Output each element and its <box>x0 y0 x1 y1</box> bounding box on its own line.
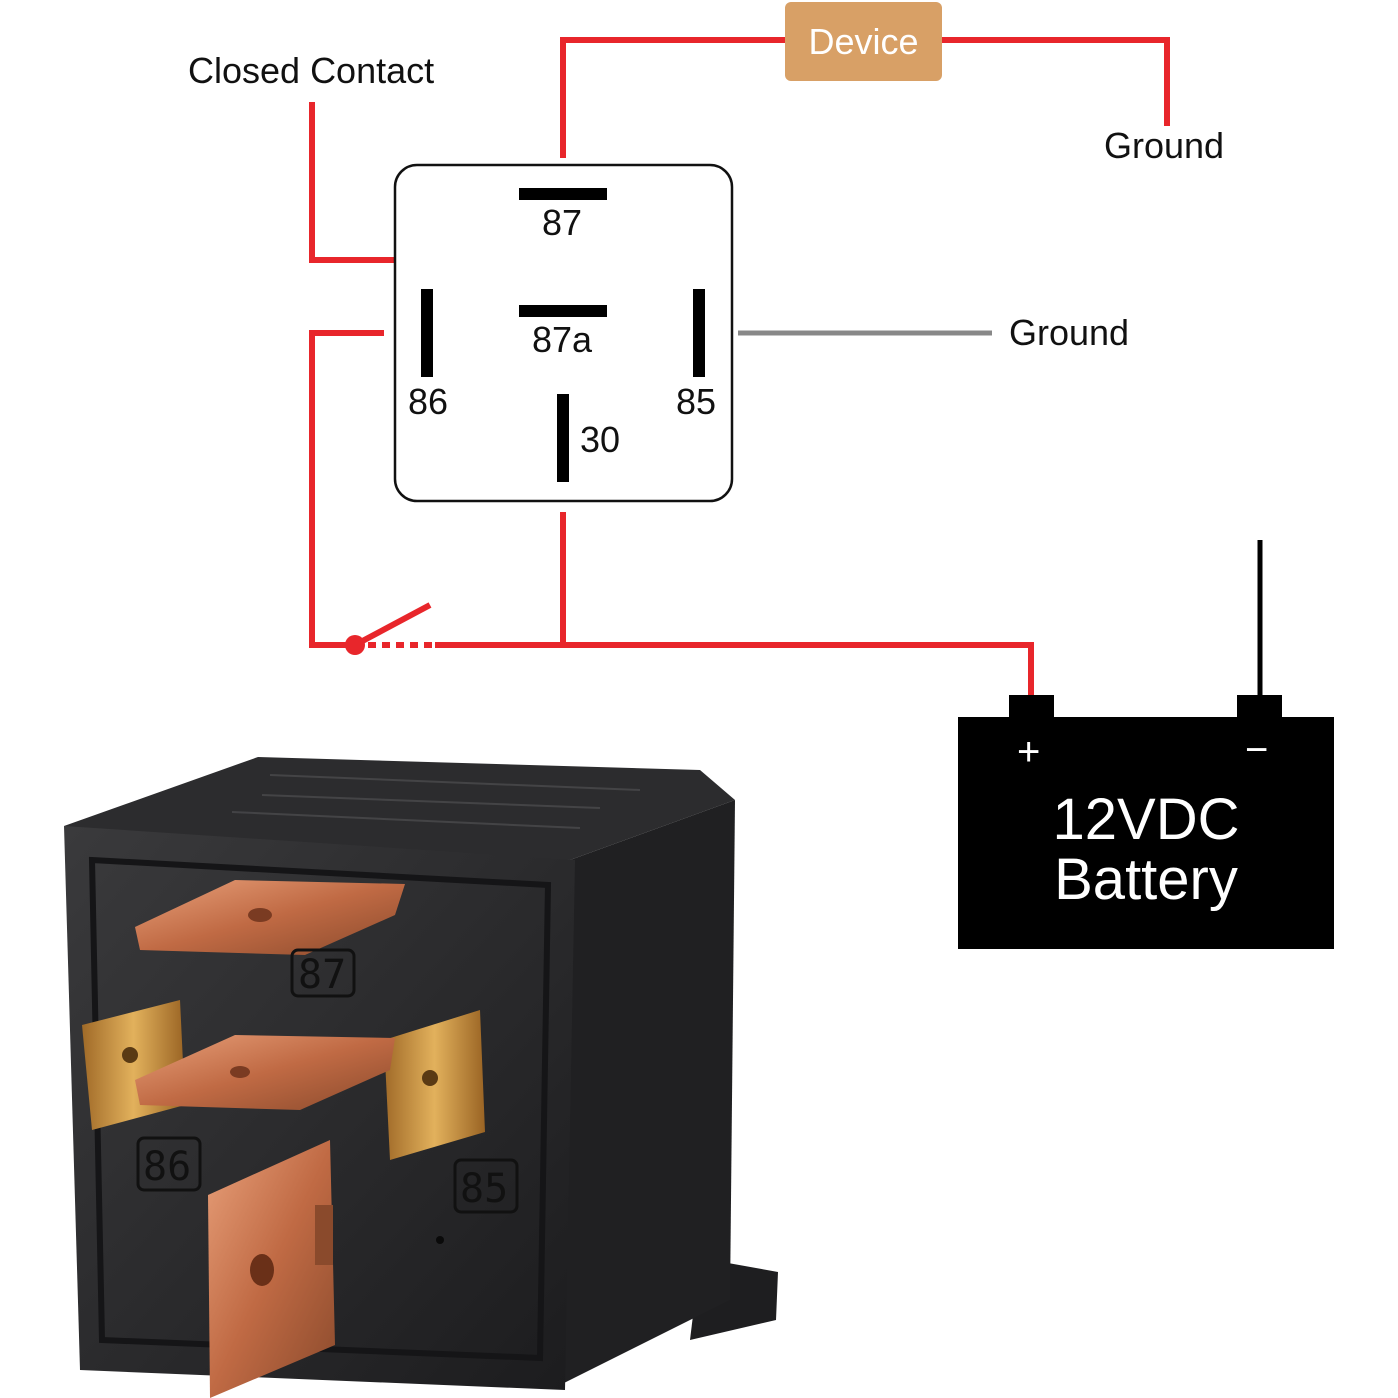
pin-label-86: 86 <box>408 381 449 422</box>
battery-plus-sign: + <box>1017 730 1041 774</box>
relay-front-face <box>64 826 575 1390</box>
ground-label-top: Ground <box>1104 125 1225 166</box>
device-box: Device <box>785 2 942 81</box>
pin-label-87: 87 <box>542 202 583 243</box>
battery-minus-sign: − <box>1245 728 1269 772</box>
relay-schematic-box <box>393 163 734 503</box>
relay-photo: 87 86 85 <box>64 757 778 1398</box>
contact-86 <box>421 289 433 377</box>
wire-87-to-device <box>560 37 785 158</box>
pin-label-85: 85 <box>676 381 717 422</box>
contact-30 <box>557 394 569 482</box>
battery-terminal-minus <box>1237 695 1282 720</box>
battery-label: 12VDC Battery <box>958 790 1334 910</box>
battery-label-line2: Battery <box>1054 847 1238 912</box>
wire-to-battery-plus <box>435 642 1034 697</box>
contact-87 <box>519 188 607 200</box>
battery-terminal-plus <box>1009 695 1054 720</box>
photo-label-85: 85 <box>460 1166 508 1212</box>
battery-label-line1: 12VDC <box>1052 787 1240 852</box>
wire-86-to-switch <box>309 330 384 648</box>
photo-label-87: 87 <box>298 952 346 998</box>
closed-contact-label: Closed Contact <box>188 50 435 91</box>
photo-label-86: 86 <box>143 1144 191 1190</box>
relay-side-face <box>560 800 735 1385</box>
pin-label-30: 30 <box>580 419 621 460</box>
contact-85 <box>693 289 705 377</box>
wire-device-to-ground <box>942 37 1170 126</box>
relay-contacts <box>421 188 705 482</box>
relay-top-face <box>64 757 735 860</box>
device-label: Device <box>808 20 919 62</box>
pin-label-87a: 87a <box>532 319 593 360</box>
switch <box>345 602 432 655</box>
battery <box>958 695 1334 949</box>
blade-87a <box>135 1035 395 1110</box>
ground-label-right: Ground <box>1009 312 1130 353</box>
contact-87a <box>519 305 607 317</box>
battery-body <box>958 717 1334 949</box>
blade-85 <box>384 1010 485 1160</box>
